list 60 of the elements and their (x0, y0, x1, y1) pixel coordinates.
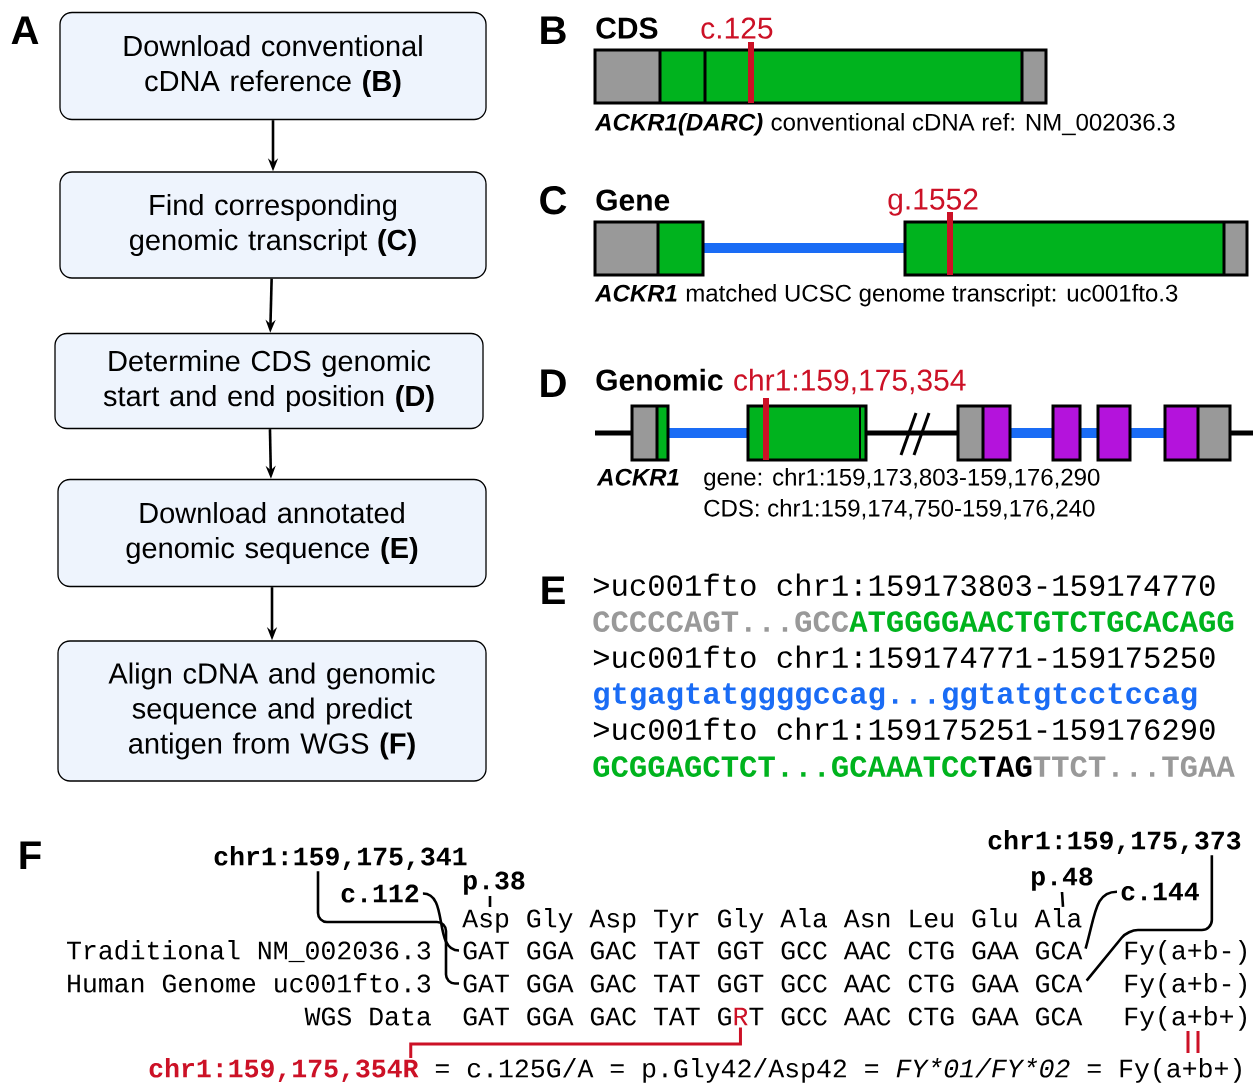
phenotype-label: Fy(a+b+) (1125, 1006, 1246, 1031)
position-label: chr1:159,175,354 (734, 368, 966, 395)
sequence-header: >uc001fto chr1:159174771-159175250 (593, 645, 1215, 668)
sequence-text: ATGGGGAACTGTCTGCACAGG (849, 611, 1234, 632)
amino-acid-row: Asp Gly Asp Tyr Gly Ala Asn Leu Glu Ala (462, 908, 1082, 933)
codon-row: GAT GGA GAC TAT GGT GCC AAC CTG GAA GCA (463, 974, 1083, 993)
position-label: c.144 (1121, 882, 1199, 901)
leader-line (1085, 855, 1214, 982)
position-label: g.1552 (888, 188, 978, 216)
sequence-text: TTCT...TGAA (1033, 756, 1235, 777)
position-label: p.38 (464, 871, 525, 895)
process-box: Download conventional cDNA reference (B) (59, 11, 487, 121)
leader-line (1060, 891, 1065, 907)
gene-name: ACKR1 (596, 468, 679, 486)
caption-text: CDS: chr1:159,174,750-159,176,240 (704, 499, 1095, 520)
row-label: Traditional NM_002036.3 (67, 940, 431, 963)
caption-text: gene: chr1:159,173,803-159,176,290 (704, 468, 1100, 491)
position-label: c.112 (341, 884, 419, 903)
sequence-text: CCCCCAGT...GCC (593, 611, 849, 632)
allele-label: FY*01/FY*02 (896, 1058, 1070, 1078)
position-label: chr1:159,175,373 (988, 830, 1241, 854)
equation-text: = c.125G/A = p.Gly42/Asp42 = (435, 1058, 879, 1083)
sequence-text: GCGGAGCTCT...GCAAATCC (593, 756, 977, 777)
process-box: Find corresponding genomic transcript (C) (59, 171, 487, 279)
row-label: WGS Data (304, 1007, 431, 1026)
sequence-header: >uc001fto chr1:159173803-159174770 (593, 573, 1215, 596)
panel-letter: D (541, 369, 566, 397)
caption-text: matched UCSC genome transcript: uc001fto.3 (686, 284, 1178, 307)
panel-heading: CDS (596, 17, 658, 39)
sequence-text: TAG (978, 756, 1032, 777)
variant-base: R (734, 1007, 748, 1026)
panel-letter: B (541, 16, 566, 44)
process-box: Align cDNA and genomic sequence and predict antigen from WGS (F) (57, 640, 487, 782)
panel-letter: F (20, 841, 41, 869)
gene-name: ACKR1(DARC) (594, 113, 763, 136)
panel-letter: C (540, 186, 567, 215)
gene-name: ACKR1 (594, 284, 677, 302)
panel-heading: Gene (596, 189, 670, 211)
leader-line (409, 1027, 742, 1058)
equation-text: = Fy(a+b+) (1087, 1058, 1241, 1083)
panel-letter: E (542, 576, 565, 604)
sequence-text: gtgagtatggggccag...ggtatgtcctccag (594, 683, 1197, 711)
phenotype-label: Fy(a+b-) (1125, 940, 1246, 965)
caption-text: conventional cDNA ref: NM_002036.3 (771, 113, 1175, 136)
position-label: chr1:159,175,341 (214, 846, 467, 870)
position-label: c.125 (701, 17, 773, 39)
phenotype-label: Fy(a+b-) (1125, 973, 1246, 998)
sequence-header: >uc001fto chr1:159175251-159176290 (593, 717, 1215, 740)
row-label: Human Genome uc001fto.3 (68, 973, 431, 993)
process-box: Download annotated genomic sequence (E) (57, 478, 487, 588)
codon-row: GAT GGA GAC TAT GGT GCC AAC CTG GAA GCA (463, 941, 1083, 960)
position-label: p.48 (1032, 867, 1093, 891)
leader-line (422, 892, 460, 952)
leader-line (1084, 890, 1118, 949)
leader-line (488, 896, 492, 907)
codon-row: T GCC AAC CTG GAA GCA (749, 1007, 1083, 1026)
process-box: Determine CDS genomic start and end position (D) (54, 332, 484, 430)
position-label: chr1:159,175,354R (149, 1058, 419, 1082)
panel-heading: Genomic (596, 368, 723, 391)
codon-row: GAT GGA GAC TAT G (463, 1007, 731, 1026)
